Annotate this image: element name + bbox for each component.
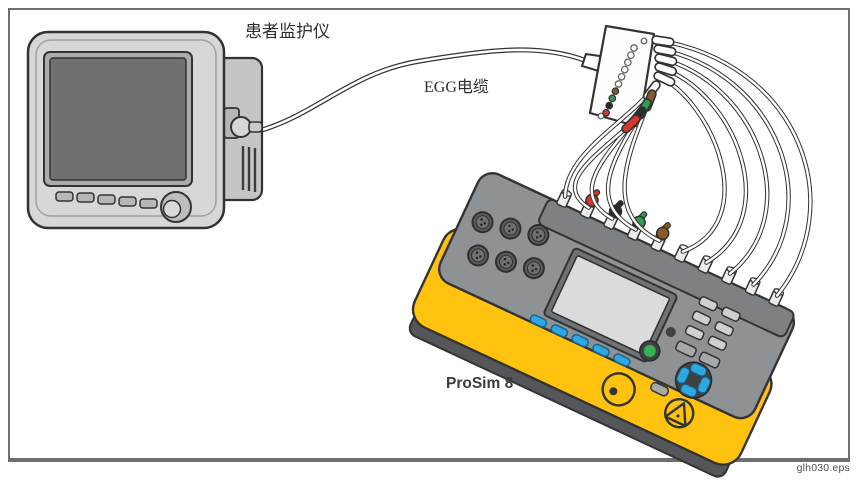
- cable-plug: [230, 116, 252, 138]
- post-rail: [538, 198, 795, 338]
- warning-triangle-icon: [664, 398, 695, 429]
- figure-filename-caption: glh030.eps: [796, 462, 850, 474]
- white-lead-2-connector: [654, 45, 675, 55]
- white-lead-2-wire: [656, 47, 790, 286]
- patient-monitor-label: 患者监护仪: [245, 22, 330, 41]
- monitor-buttons: [55, 191, 158, 209]
- block-pin-dot: [620, 65, 629, 74]
- ecg-lead-wires: [562, 35, 813, 298]
- white-lead-5-connector: [654, 72, 674, 85]
- prosim8-label: ProSim 8: [446, 375, 514, 392]
- block-pin-dot: [627, 51, 635, 60]
- block-pin-dot: [605, 101, 614, 110]
- softkey-buttons: [529, 314, 631, 367]
- front-connector-recess: [601, 372, 636, 407]
- white-lead-5-wire: [656, 74, 726, 253]
- keypad-buttons: [650, 296, 741, 397]
- red-lead-connector: [622, 115, 640, 132]
- white-lead-3-wire: [657, 56, 769, 275]
- monitor-vent-grille: [241, 146, 257, 192]
- prosim8-device: [408, 172, 796, 478]
- block-pin-dot: [614, 80, 623, 88]
- block-pin-dot: [617, 72, 626, 81]
- white-lead-3-connector: [655, 54, 676, 65]
- navigation-pad: [674, 361, 713, 399]
- small-round-button: [665, 327, 676, 338]
- white-lead-4-connector: [655, 63, 676, 75]
- ecg-cable-label: EGG电缆: [424, 78, 489, 96]
- connector-block-pins: [602, 44, 638, 117]
- power-button: [639, 340, 661, 362]
- white-lead-4-wire: [657, 65, 747, 264]
- block-pin-dot: [602, 108, 610, 117]
- device-display: [551, 255, 670, 355]
- block-pin-dot: [623, 58, 632, 67]
- block-pin-dot: [611, 87, 620, 96]
- round-connectors: [467, 211, 550, 280]
- white-lead-1-wire: [654, 38, 812, 297]
- figure-border: [8, 8, 850, 462]
- white-lead-1-connector: [652, 36, 673, 46]
- block-pin-dot: [630, 44, 638, 52]
- patient-monitor: [26, 30, 264, 230]
- ecg-cable: [259, 47, 587, 133]
- block-pin-dot: [608, 94, 617, 103]
- monitor-screen: [49, 57, 187, 181]
